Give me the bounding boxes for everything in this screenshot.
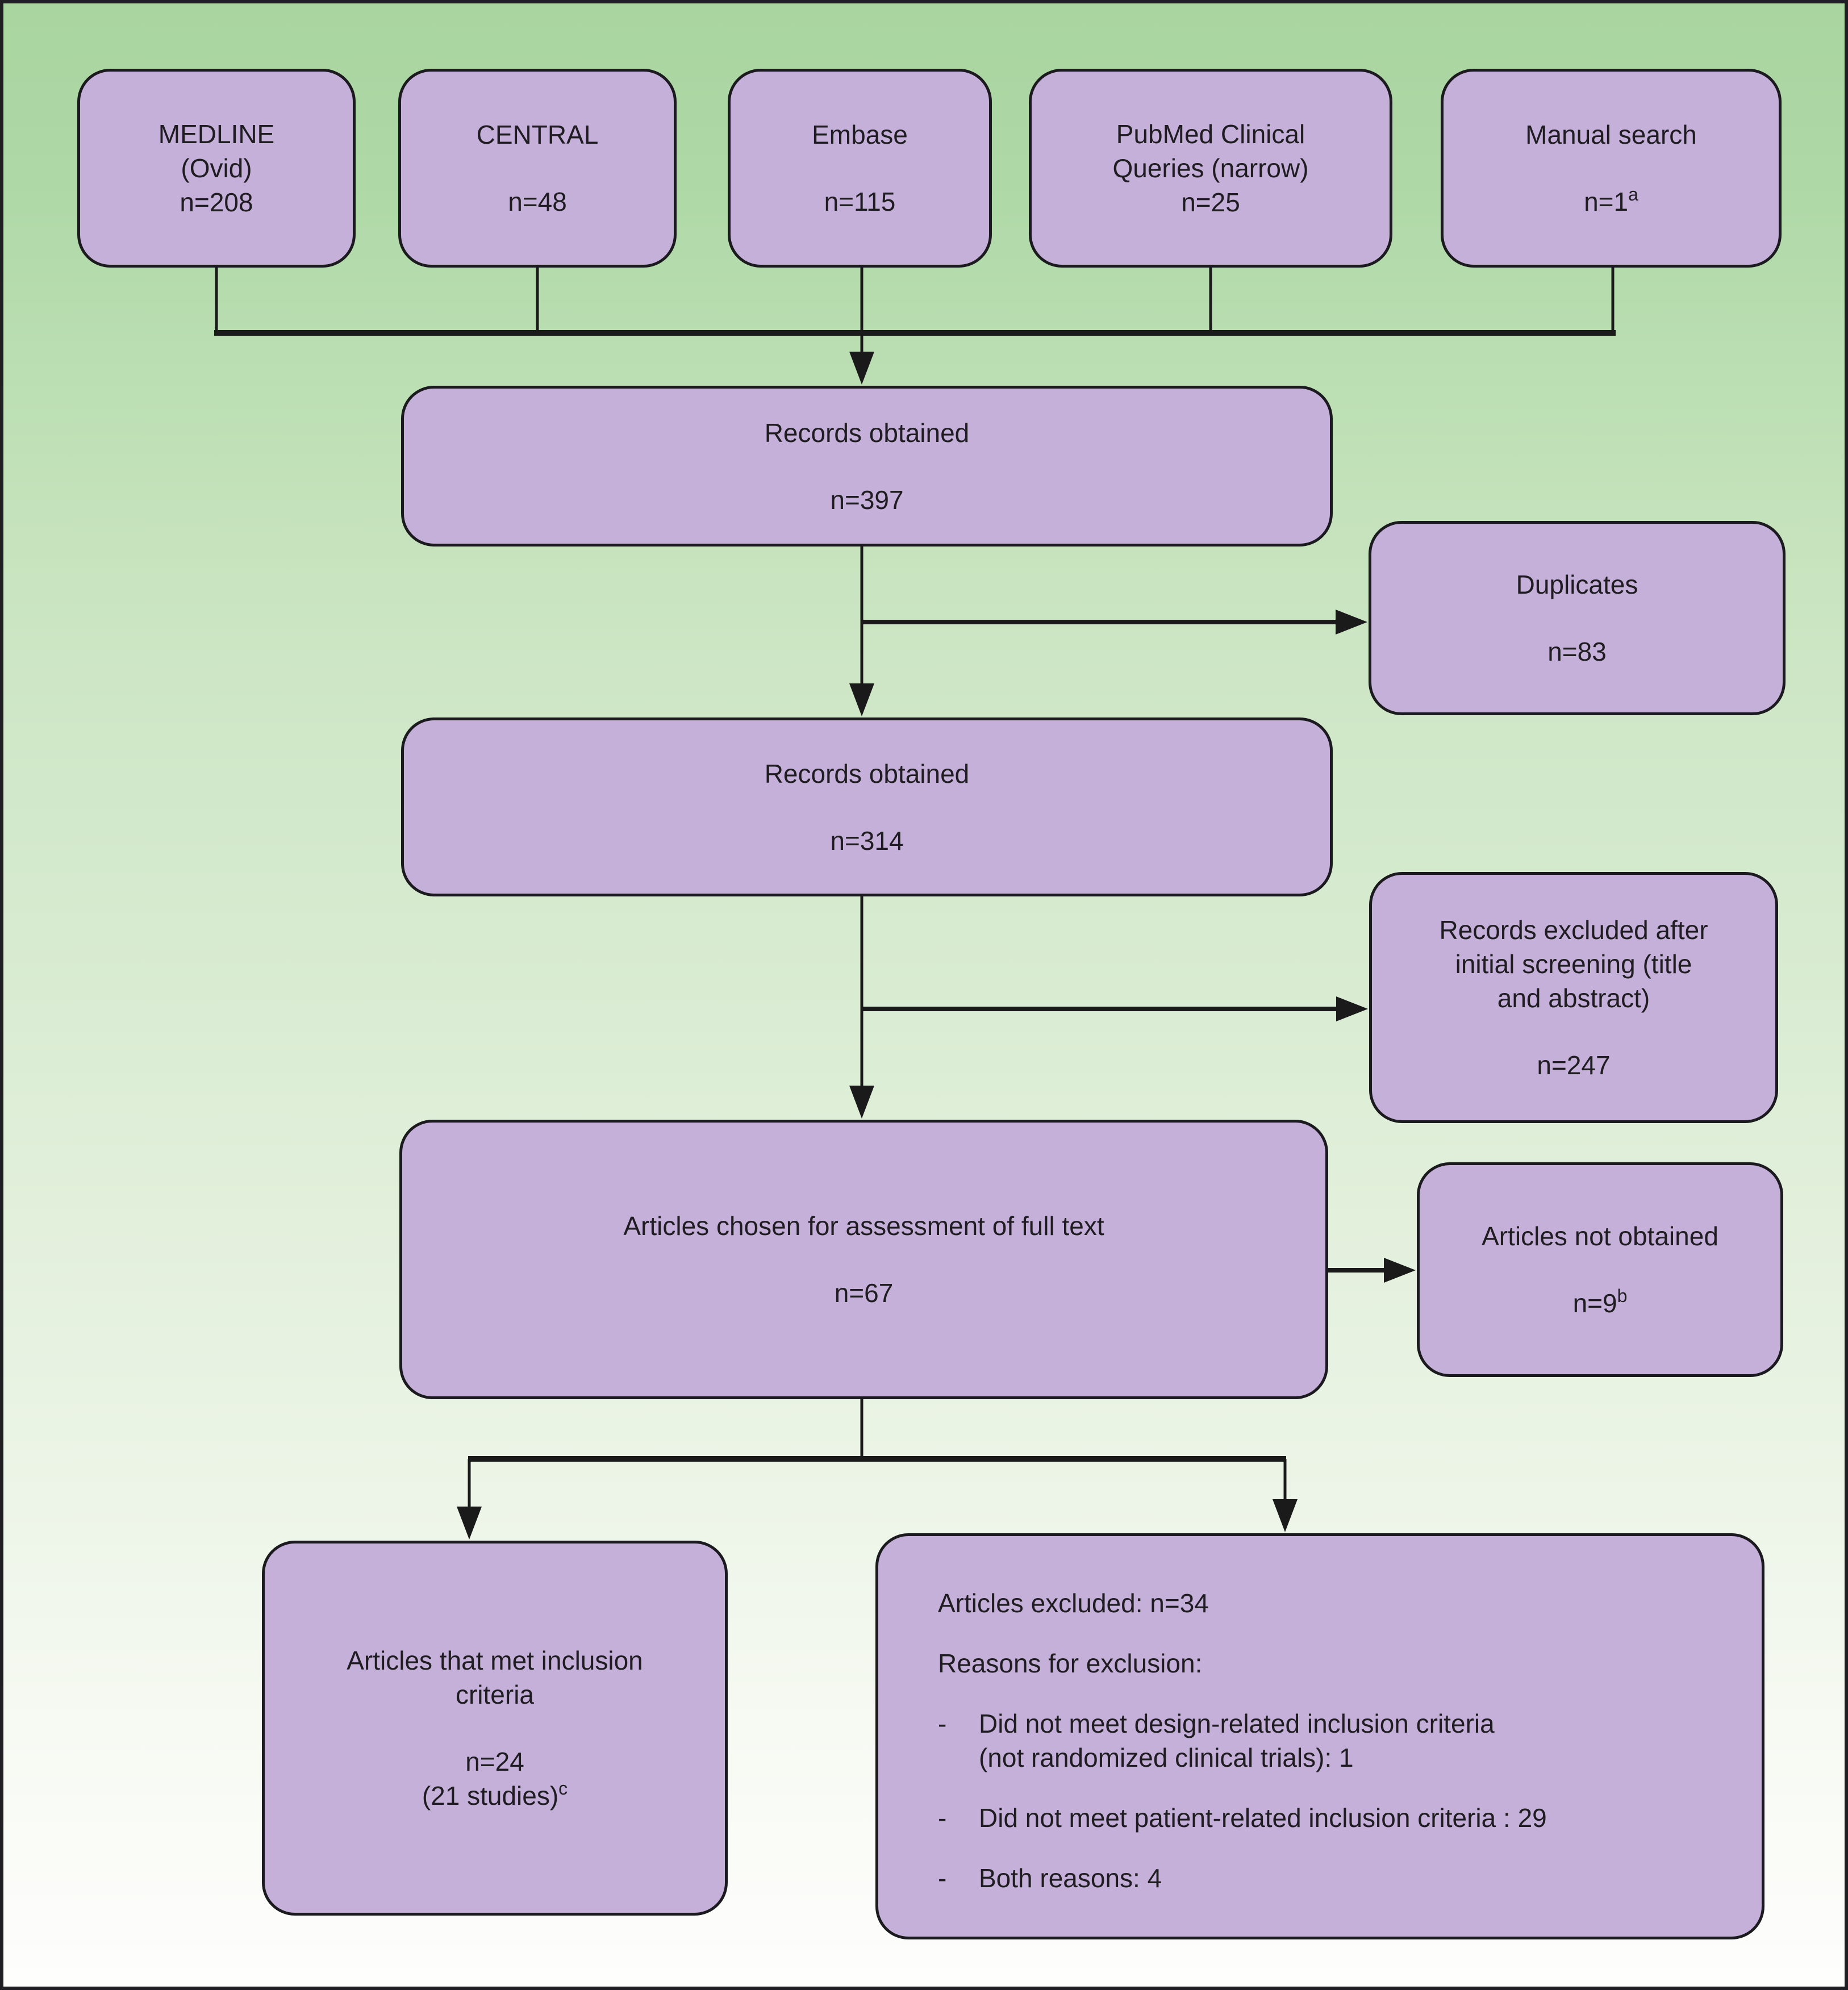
count-superscript: a [1628, 184, 1638, 205]
count-text: n=314 [830, 825, 904, 856]
arrow-to-not-obtained [1384, 1258, 1416, 1283]
excluded-title: Articles excluded: n=34 [938, 1588, 1209, 1618]
box-records-excluded-screening: Records excluded after initial screening… [1369, 872, 1778, 1123]
exclusion-reason-item: - Both reasons: 4 [938, 1861, 1162, 1895]
flow-connectors [214, 266, 1616, 1540]
records-314-lines [860, 896, 1337, 1087]
box-count: n=9b [1573, 1286, 1628, 1320]
box-count: n=115 [824, 185, 896, 219]
box-count: n=48 [508, 185, 567, 219]
box-articles-excluded: Articles excluded: n=34 Reasons for excl… [875, 1533, 1764, 1939]
box-count: n=1a [1584, 185, 1638, 219]
arrow-to-inclusion-met [457, 1507, 482, 1540]
source-merge-lines [214, 266, 1616, 353]
count-superscript: c [558, 1778, 568, 1799]
box-pubmed: PubMed Clinical Queries (narrow) n=25 [1029, 69, 1392, 268]
records-397-lines [860, 546, 1337, 685]
count-superscript: b [1617, 1286, 1628, 1306]
box-count: n=83 [1547, 635, 1607, 669]
exclusion-reason-item: - Did not meet design-related inclusion … [938, 1707, 1495, 1775]
box-central: CENTRAL n=48 [398, 69, 677, 268]
box-count: n=208 [180, 185, 253, 219]
count-text: n=1 [1584, 187, 1629, 216]
box-label: Records obtained [764, 758, 970, 789]
box-duplicates: Duplicates n=83 [1369, 521, 1786, 715]
box-label: MEDLINE (Ovid) [158, 119, 275, 183]
bullet-dash: - [938, 1803, 947, 1833]
count-text: n=208 [180, 187, 253, 217]
arrow-to-records-excluded [1336, 996, 1368, 1021]
box-manual-search: Manual search n=1a [1441, 69, 1782, 268]
arrow-to-excluded [1273, 1499, 1298, 1532]
bottom-split-lines [468, 1399, 1287, 1508]
box-count: n=24 (21 studies)c [422, 1745, 568, 1813]
box-label: Duplicates [1516, 570, 1638, 599]
box-label: Articles not obtained [1482, 1221, 1718, 1251]
box-full-text-assessment: Articles chosen for assessment of full t… [399, 1120, 1328, 1399]
count-text: n=397 [830, 485, 904, 515]
box-count: n=67 [835, 1276, 894, 1310]
count-text: n=24 (21 studies) [422, 1747, 559, 1810]
box-embase: Embase n=115 [728, 69, 992, 268]
box-articles-not-obtained: Articles not obtained n=9b [1417, 1162, 1783, 1377]
box-count: n=314 [830, 824, 903, 858]
exclusion-reason-item: - Did not meet patient-related inclusion… [938, 1801, 1547, 1835]
bullet-text: Did not meet design-related inclusion cr… [979, 1709, 1495, 1772]
count-text: n=48 [508, 187, 567, 216]
box-label: PubMed Clinical Queries (narrow) [1112, 119, 1309, 183]
excluded-subtitle: Reasons for exclusion: [938, 1649, 1203, 1678]
box-count: n=247 [1537, 1048, 1610, 1082]
bullet-dash: - [938, 1863, 947, 1893]
count-text: n=115 [824, 187, 896, 216]
box-label: Manual search [1525, 120, 1697, 149]
box-label: Embase [812, 120, 908, 149]
bullet-dash: - [938, 1709, 947, 1738]
arrow-to-records-397 [849, 352, 874, 385]
box-inclusion-met: Articles that met inclusion criteria n=2… [262, 1541, 728, 1916]
box-records-obtained-397: Records obtained n=397 [401, 386, 1333, 546]
count-text: n=83 [1547, 637, 1607, 666]
box-records-obtained-314: Records obtained n=314 [401, 717, 1333, 896]
count-text: n=247 [1537, 1050, 1611, 1080]
box-label: CENTRAL [476, 120, 599, 149]
box-count: n=25 [1181, 185, 1240, 219]
bullet-text: Both reasons: 4 [979, 1863, 1162, 1893]
count-text: n=67 [834, 1278, 894, 1308]
arrow-to-records-314 [849, 683, 874, 716]
box-count: n=397 [830, 483, 903, 517]
bullet-text: Did not meet patient-related inclusion c… [979, 1803, 1547, 1833]
count-text: n=25 [1181, 187, 1240, 217]
count-text: n=9 [1572, 1288, 1617, 1318]
arrow-to-full-text [849, 1086, 874, 1119]
box-label: Articles that met inclusion criteria [347, 1646, 643, 1709]
arrow-to-duplicates [1336, 610, 1367, 635]
box-medline: MEDLINE (Ovid) n=208 [77, 69, 356, 268]
box-label: Records excluded after initial screening… [1439, 915, 1708, 1013]
box-label: Records obtained [764, 418, 970, 448]
box-label: Articles chosen for assessment of full t… [623, 1211, 1104, 1241]
